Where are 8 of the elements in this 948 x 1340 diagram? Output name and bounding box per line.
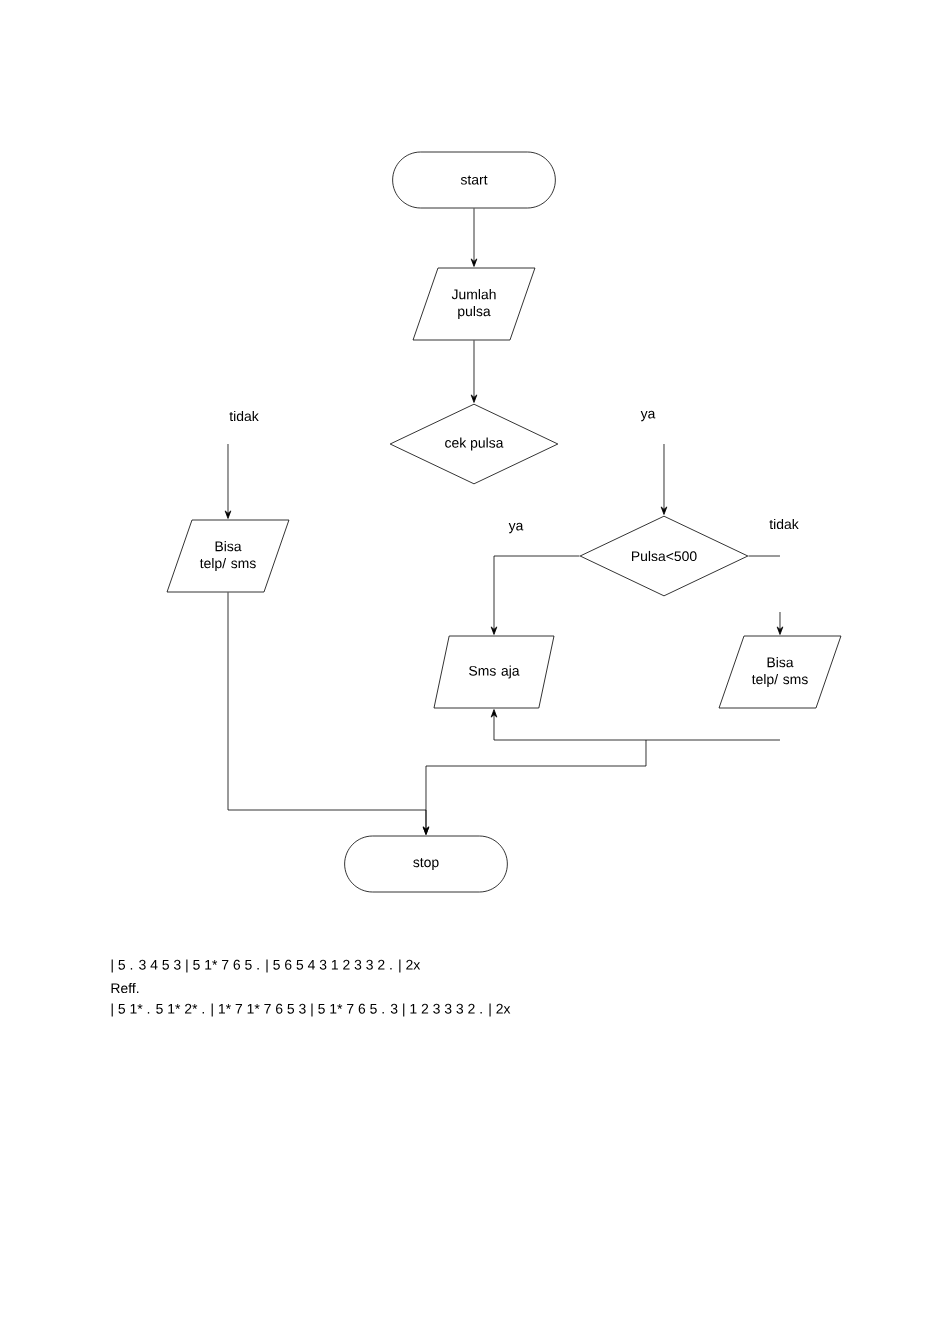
- arrow: [660, 443, 668, 515]
- arrow: [490, 555, 580, 635]
- arrow: [470, 340, 478, 403]
- arrow: [470, 208, 478, 267]
- arrow: [227, 592, 430, 835]
- arrow: [224, 443, 232, 519]
- arrow: [490, 709, 781, 741]
- arrow: [776, 611, 784, 635]
